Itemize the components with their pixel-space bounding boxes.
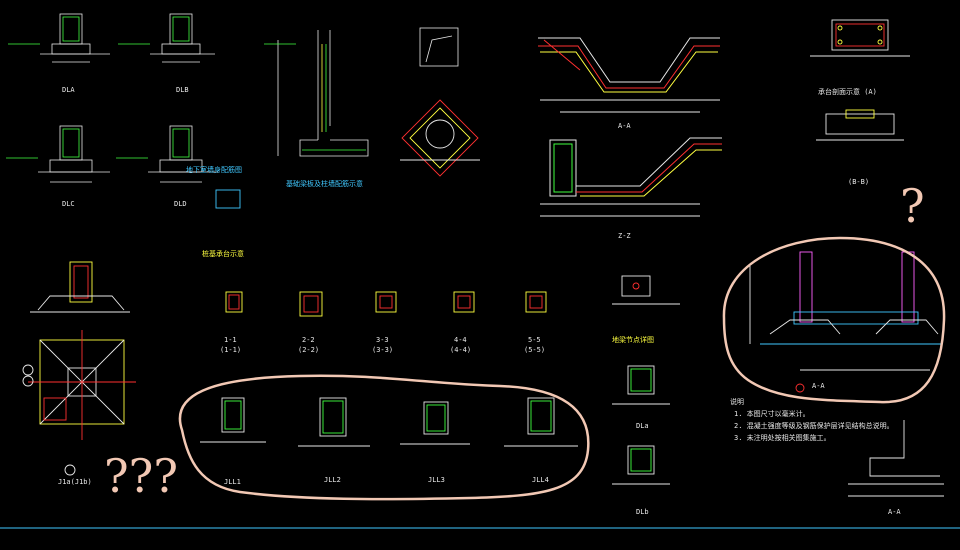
label-column-sub: (2-2) [298,346,320,354]
beam-section-dlc [6,125,110,183]
trench-section-a [538,37,720,113]
label-column-sub: (3-3) [372,346,394,354]
label-top-left-note: 地下室墙身配筋图 [186,166,242,174]
notes-line: 3. 未注明处按相关图集施工。 [734,434,831,442]
label-right-section: A-A [812,382,825,390]
wall-section [264,30,369,157]
label-small-detail: 地梁节点详图 [612,336,654,344]
pile-cap-plan-large [22,330,136,476]
label-bottom-section: JLL3 [428,476,445,484]
annotation-question-mark: ? [900,179,925,233]
label-pile-cap: J1a(J1b) [58,478,92,486]
label-dla: DLA [62,86,75,94]
label-section-b: Z-Z [618,232,631,240]
label-column-section: 2-2 [302,336,315,344]
label-dld: DLD [174,200,187,208]
hole-reinforcement-detail [400,99,480,177]
bottom-right-section [848,420,944,497]
label-column-sub: (4-4) [450,346,472,354]
label-bottom-section: JLL2 [324,476,341,484]
label-column-section: 5-5 [528,336,541,344]
label-column-section: 3-3 [376,336,389,344]
label-bottom-section: JLL4 [532,476,549,484]
pile-cap-plan [810,19,910,57]
annotation-question-marks: ??? [104,449,178,503]
stair-small-box [215,189,241,209]
column-sections [225,291,547,317]
footing-section-left [30,261,130,313]
pile-cap-section [816,109,904,141]
label-wall-note: 基础梁板及柱墙配筋示意 [286,180,363,188]
beam-section-dlb [118,13,215,63]
annotation-circle-right [722,236,946,404]
label-top-right-sub: (B-B) [848,178,870,186]
corner-detail [419,27,459,67]
dl-side-sections [612,365,670,485]
beam-section-dld [116,125,218,183]
small-node-detail [612,275,680,305]
label-column-section: 4-4 [454,336,467,344]
label-column-table-title: 桩基承台示意 [202,250,244,258]
notes-line: 2. 混凝土强度等级及钢筋保护层详见结构总说明。 [734,422,894,430]
label-bottom-section: JLL1 [224,478,241,486]
bottom-beam-sections [200,397,578,447]
label-dlb: DLB [176,86,189,94]
label-dla-side: DLa [636,422,649,430]
right-pile-section [749,251,942,393]
beam-section-dla [8,13,110,63]
trench-section-b [540,137,722,217]
label-column-section: 1-1 [224,336,237,344]
label-dlc: DLC [62,200,75,208]
label-dlb-side: DLb [636,508,649,516]
label-column-sub: (5-5) [524,346,546,354]
label-right-section: A-A [888,508,901,516]
notes-line: 1. 本图尺寸以毫米计。 [734,410,810,418]
label-section-a: A-A [618,122,631,130]
label-column-sub: (1-1) [220,346,242,354]
label-top-right-title: 承台剖面示意 (A) [818,88,877,96]
notes-title: 说明 [730,398,744,406]
annotation-circle-bottom [178,374,590,501]
